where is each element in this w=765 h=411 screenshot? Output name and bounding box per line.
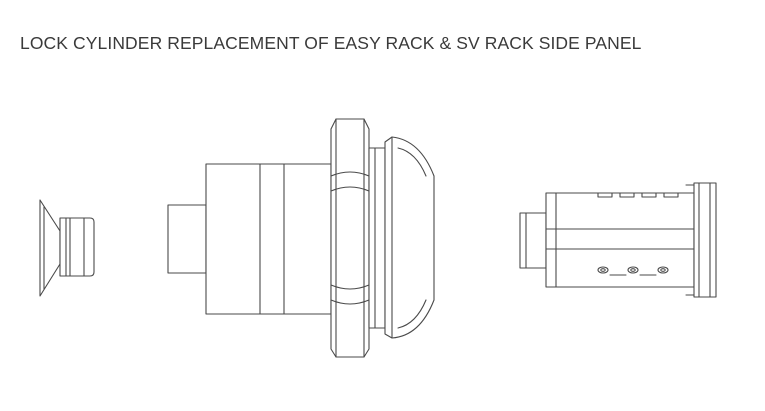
bezel-flange bbox=[369, 137, 434, 338]
diagram-title: LOCK CYLINDER REPLACEMENT OF EASY RACK &… bbox=[20, 33, 642, 53]
wafer-slots-top bbox=[598, 193, 678, 197]
lock-housing bbox=[168, 164, 331, 314]
wafer-holes-bottom bbox=[598, 267, 668, 275]
flat-head-screw bbox=[40, 200, 94, 296]
lock-cylinder-core bbox=[520, 183, 716, 297]
hex-nut bbox=[331, 119, 369, 357]
